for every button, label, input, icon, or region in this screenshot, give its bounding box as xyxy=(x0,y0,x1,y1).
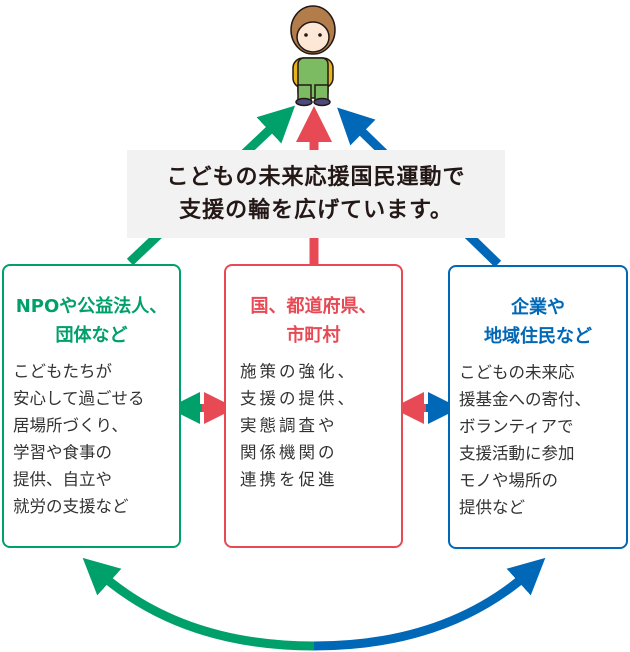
companies-residents-box: 企業や 地域住民など こどもの未来応 援基金への寄付、 ボランティアで 支援活動… xyxy=(448,265,628,549)
body-line: 居場所づくり、 xyxy=(13,416,128,435)
body-line: ボランティアで xyxy=(459,417,574,436)
government-box: 国、都道府県、 市町村 施策の強化、 支援の提供、 実態調査や 関係機関の 連携… xyxy=(224,264,403,548)
body-line: 提供、自立や xyxy=(13,470,112,489)
title-line: 国、都道府県、 xyxy=(250,296,377,317)
npo-description: こどもたちが 安心して過ごせる 居場所づくり、 学習や食事の 提供、自立や 就労… xyxy=(13,358,179,520)
body-line: 支援活動に参加 xyxy=(459,444,575,463)
banner-line: 支援の輪を広げています。 xyxy=(179,198,453,223)
title-line: 団体など xyxy=(55,325,128,346)
body-line: こどもたちが xyxy=(13,362,112,381)
companies-description: こどもの未来応 援基金への寄付、 ボランティアで 支援活動に参加 モノや場所の … xyxy=(459,359,626,521)
body-line: 支援の提供、 xyxy=(240,389,357,408)
child-illustration xyxy=(290,5,336,107)
companies-title: 企業や 地域住民など xyxy=(450,293,626,351)
body-line: 関係機関の xyxy=(240,443,338,462)
title-line: 市町村 xyxy=(286,325,341,346)
movement-banner: こどもの未来応援国民運動で 支援の輪を広げています。 xyxy=(127,150,505,238)
body-line: 学習や食事の xyxy=(13,443,112,462)
body-line: 実態調査や xyxy=(240,416,338,435)
government-title: 国、都道府県、 市町村 xyxy=(226,292,401,350)
bottom-arc-green-arrow xyxy=(82,557,315,651)
bottom-arc-blue-arrow xyxy=(313,557,546,651)
body-line: 援基金への寄付、 xyxy=(459,390,591,409)
body-line: 連携を促進 xyxy=(240,470,338,489)
body-line: 安心して過ごせる xyxy=(13,389,145,408)
body-line: 提供など xyxy=(459,498,525,517)
title-line: 企業や xyxy=(511,297,565,318)
title-line: 地域住民など xyxy=(484,326,592,347)
body-line: 施策の強化、 xyxy=(240,362,357,381)
title-line: NPOや公益法人、 xyxy=(15,296,168,317)
npo-box: NPOや公益法人、 団体など こどもたちが 安心して過ごせる 居場所づくり、 学… xyxy=(2,264,181,548)
body-line: こどもの未来応 xyxy=(459,363,575,382)
body-line: 就労の支援など xyxy=(13,497,129,516)
body-line: モノや場所の xyxy=(459,471,558,490)
npo-title: NPOや公益法人、 団体など xyxy=(4,292,179,350)
government-description: 施策の強化、 支援の提供、 実態調査や 関係機関の 連携を促進 xyxy=(240,358,401,493)
banner-line: こどもの未来応援国民運動で xyxy=(166,165,466,190)
